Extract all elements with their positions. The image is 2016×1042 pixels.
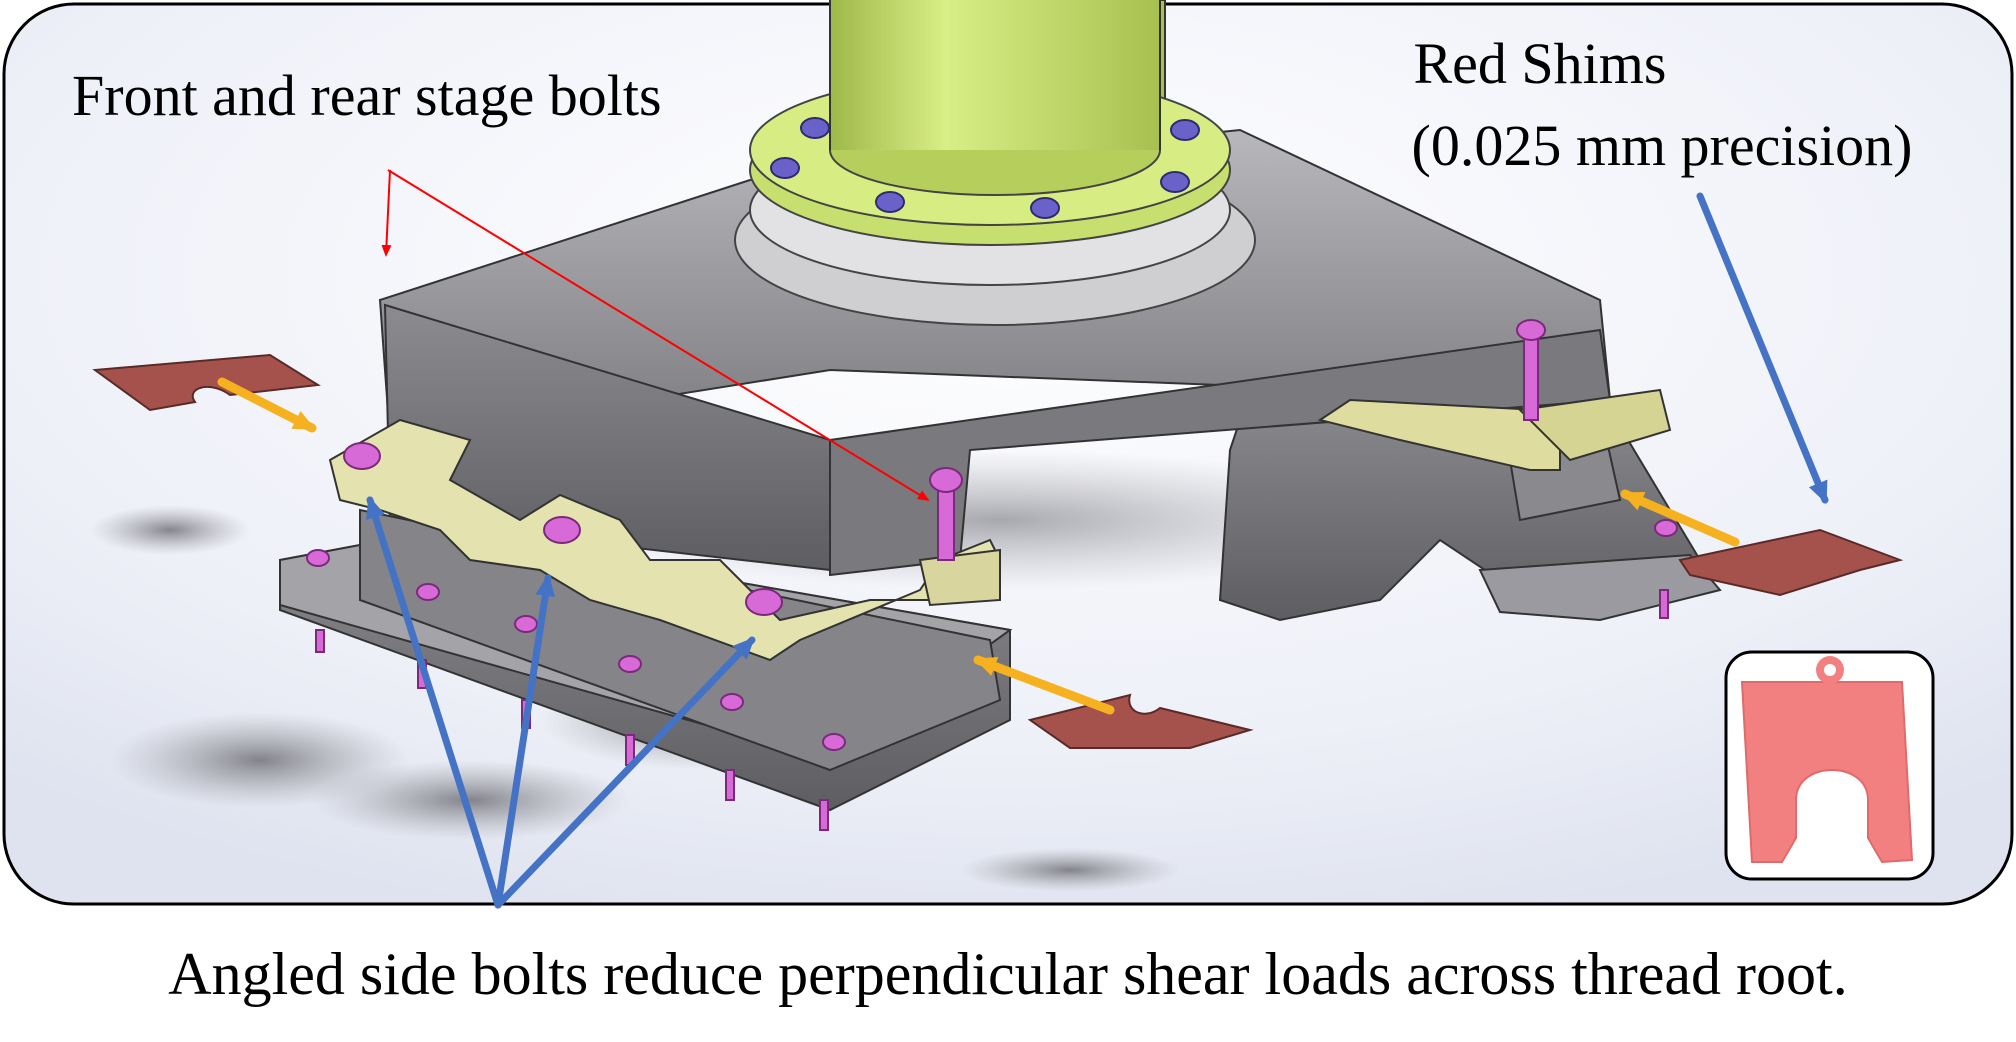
base-bolt	[822, 733, 846, 751]
flange-bolt	[800, 117, 830, 139]
bottom-caption: Angled side bolts reduce perpendicular s…	[168, 941, 1848, 1007]
shims-label-line1: Red Shims	[1413, 31, 1667, 96]
shim-icon	[1724, 650, 1935, 881]
base-bolt	[1654, 519, 1678, 537]
shims-label-line2: (0.025 mm precision)	[1411, 113, 1913, 178]
base-bolt	[720, 693, 744, 711]
stage-bolt-leaders	[381, 169, 930, 502]
shim-left	[92, 353, 321, 412]
yellow-side-bracket	[328, 418, 1002, 662]
blue-arrow	[1696, 192, 1829, 504]
base-bolt	[514, 615, 538, 633]
bracket-bolt	[343, 442, 381, 470]
column-flange	[734, 0, 1256, 326]
bracket-bolt	[745, 588, 783, 616]
purple-bolts	[306, 319, 1678, 831]
flange-bolt	[1030, 197, 1060, 219]
flange-bolt	[770, 157, 800, 179]
insertion-arrows	[217, 377, 1740, 715]
stage-bolt	[1523, 329, 1539, 421]
angled-bolt-arrows	[365, 192, 1829, 909]
base-bolt	[306, 549, 330, 567]
orange-arrow	[1620, 489, 1740, 547]
blue-arrow	[494, 636, 756, 909]
flange-bolt	[875, 191, 905, 213]
rear-yellow-bracket	[1317, 388, 1672, 471]
base-bolt	[416, 583, 440, 601]
stage-bolts-label: Front and rear stage bolts	[72, 63, 662, 128]
shim-rear	[1678, 528, 1904, 597]
flange-bolt	[1160, 171, 1190, 193]
blue-arrow	[365, 496, 502, 909]
bracket-bolt	[543, 516, 581, 544]
flange-bolt	[1170, 119, 1200, 141]
blue-arrow	[494, 574, 556, 909]
shim-front	[1027, 693, 1254, 749]
orange-arrow	[217, 377, 317, 433]
base-bolt	[618, 655, 642, 673]
red-shims	[92, 353, 1904, 749]
flange-bolts	[770, 117, 1200, 219]
orange-arrow	[973, 655, 1115, 715]
